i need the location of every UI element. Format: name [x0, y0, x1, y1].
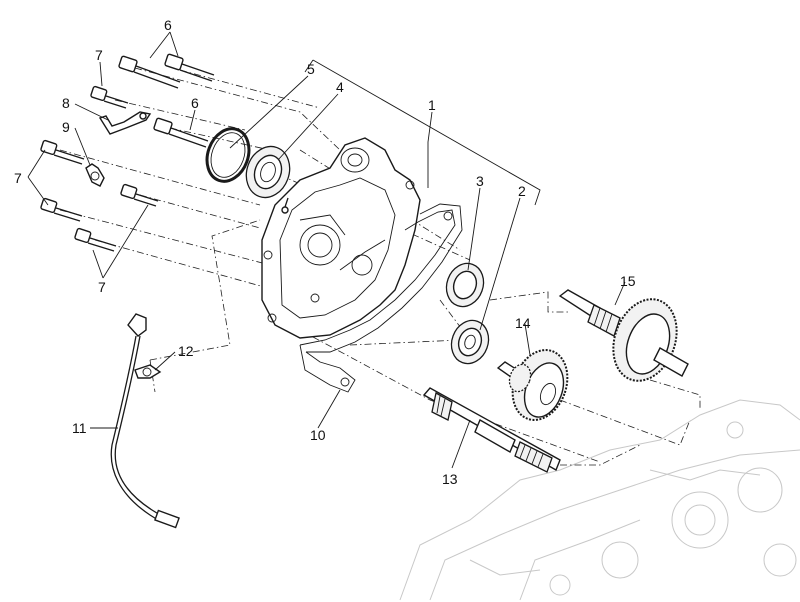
- bolt-6-b: [164, 53, 215, 82]
- callout-9: 9: [62, 119, 70, 135]
- callout-7-left: 7: [14, 170, 22, 186]
- callout-6-top: 6: [164, 17, 172, 33]
- casing-cover-1: [261, 137, 421, 339]
- bracket-8: [98, 111, 152, 135]
- gear-14: [496, 349, 569, 421]
- callout-15: 15: [620, 273, 636, 289]
- callout-7-top: 7: [95, 47, 103, 63]
- callout-7-bottom: 7: [98, 279, 106, 295]
- oil-seal-3: [445, 262, 485, 308]
- callout-4: 4: [336, 79, 344, 95]
- crankcase-ghost: [399, 399, 800, 601]
- bolt-7-d: [74, 227, 117, 252]
- bolt-6-a: [118, 55, 181, 89]
- bolt-7-b: [40, 139, 85, 165]
- callout-11: 11: [72, 420, 87, 436]
- bolt-7-c: [40, 197, 83, 222]
- circlip-5: [205, 127, 251, 183]
- gasket-10: [299, 203, 463, 393]
- callout-5: 5: [307, 61, 315, 77]
- gear-shaft-15: [558, 289, 689, 382]
- callout-3: 3: [476, 173, 484, 189]
- bearing-2: [450, 319, 490, 365]
- callout-1: 1: [428, 97, 436, 113]
- callout-6-mid: 6: [191, 95, 199, 111]
- part-1-bracket: [304, 59, 541, 206]
- callout-8: 8: [62, 95, 70, 111]
- shaft-13: [422, 387, 561, 473]
- callout-14: 14: [515, 315, 531, 331]
- clip-12: [134, 364, 162, 379]
- callout-13: 13: [442, 471, 458, 487]
- bolt-7-e: [120, 183, 159, 207]
- bolt-7-a: [90, 85, 129, 109]
- cable-11: [110, 313, 180, 529]
- callout-10: 10: [310, 427, 326, 443]
- clip-9: [85, 163, 105, 187]
- callout-2: 2: [518, 183, 526, 199]
- callout-12: 12: [178, 343, 194, 359]
- leader-lines: [27, 31, 626, 469]
- bolt-6-c: [153, 117, 209, 148]
